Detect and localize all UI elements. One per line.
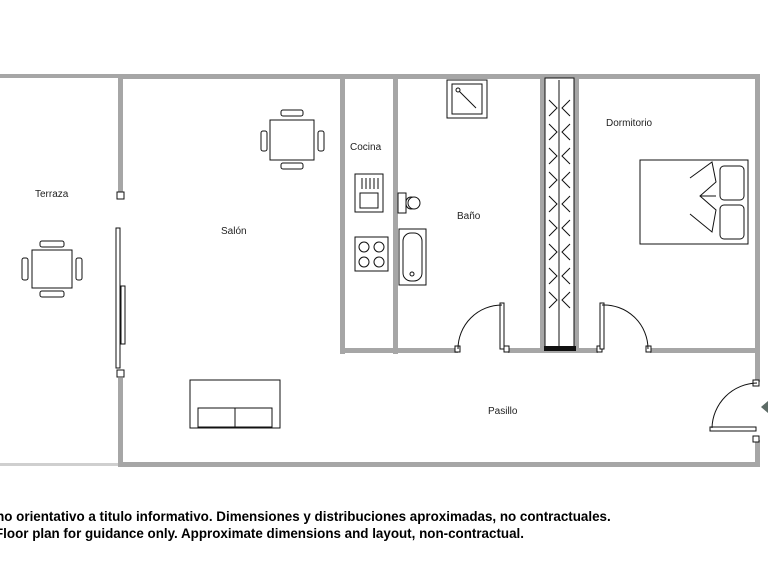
shower xyxy=(446,79,488,119)
terrace-area xyxy=(0,74,122,466)
sofa xyxy=(189,379,281,429)
room-label-salon: Salón xyxy=(221,226,247,237)
room-label-bano: Baño xyxy=(457,211,481,222)
toilet xyxy=(397,192,421,214)
salon-table xyxy=(260,109,325,170)
exterior-walls xyxy=(118,74,760,467)
bathtub xyxy=(398,228,427,286)
bedroom-door xyxy=(596,302,652,353)
double-bed xyxy=(639,159,749,245)
kitchen-sink xyxy=(354,173,384,213)
disclaimer-spanish: Plano orientativo a titulo informativo. … xyxy=(0,509,611,524)
bathroom-door xyxy=(454,302,510,353)
entrance-arrow-icon xyxy=(761,401,768,413)
room-label-cocina: Cocina xyxy=(350,142,382,153)
entrance-door xyxy=(709,379,768,443)
disclaimer-english: Floor plan for guidance only. Approximat… xyxy=(0,526,524,541)
wardrobe xyxy=(544,77,576,351)
room-label-pasillo: Pasillo xyxy=(488,406,518,417)
terrace-sliding-door xyxy=(115,191,126,378)
room-label-dormitorio: Dormitorio xyxy=(606,118,653,129)
floor-plan: Terraza Salón Cocina Baño Dormitorio Pas… xyxy=(0,74,768,467)
kitchen-stove xyxy=(354,236,389,272)
room-label-terraza: Terraza xyxy=(35,189,69,200)
terrace-table xyxy=(21,240,83,298)
